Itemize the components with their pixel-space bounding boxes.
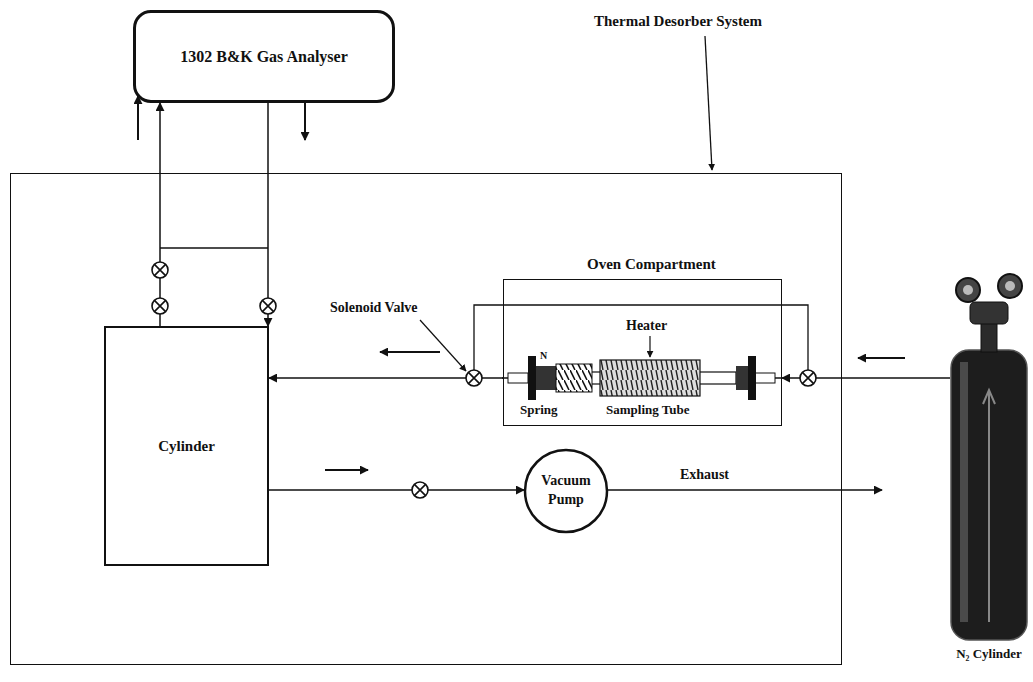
part-label: Spring xyxy=(520,402,558,418)
gas-line xyxy=(267,103,269,326)
part-label: N xyxy=(540,350,547,361)
gas-line xyxy=(159,103,161,326)
node-text: N₂ Cylinder xyxy=(950,646,1028,662)
valve-symbol xyxy=(466,370,482,386)
gas-bottle: N₂ Cylinder xyxy=(950,272,1028,642)
node-text: Cylinder xyxy=(158,438,215,455)
system-box: Thermal Desorber SystemCylinderOven Comp… xyxy=(10,173,842,665)
valve-symbol xyxy=(412,482,428,498)
part-label: Exhaust xyxy=(680,467,729,483)
pump-circle: Vacuum Pump xyxy=(524,449,608,533)
part-label: Solenoid Valve xyxy=(330,300,418,316)
valve-symbol xyxy=(152,262,168,278)
pump-outline xyxy=(524,449,608,533)
bottle-drawing xyxy=(950,272,1028,642)
part-label: Heater xyxy=(626,318,667,334)
valve-symbol xyxy=(152,298,168,314)
node-text: 1302 B&K Gas Analyser xyxy=(180,46,348,68)
gas-line xyxy=(269,489,524,491)
valve-symbol xyxy=(260,298,276,314)
node-text: Vacuum Pump xyxy=(534,472,598,510)
valve-symbol xyxy=(800,370,816,386)
cylinder-box: Cylinder xyxy=(104,326,269,566)
node-text: Thermal Desorber System xyxy=(591,13,765,30)
analyser-box: 1302 B&K Gas Analyser xyxy=(133,10,395,103)
node-text: Oven Compartment xyxy=(584,256,719,273)
part-label: Sampling Tube xyxy=(606,402,689,418)
